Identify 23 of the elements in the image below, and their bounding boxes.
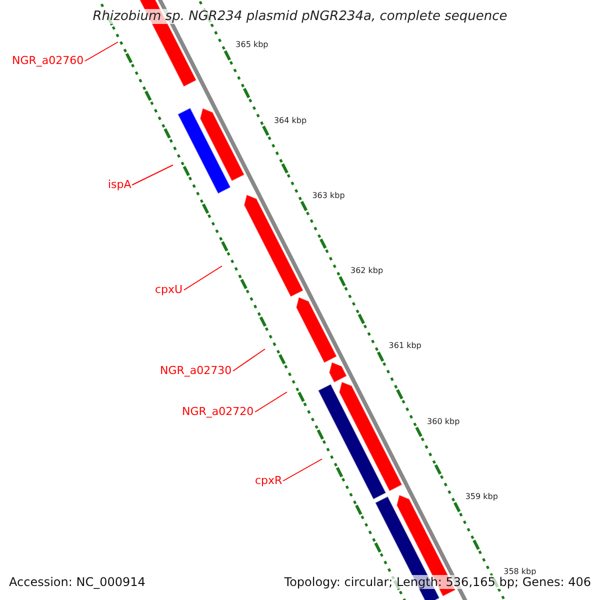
scale-label: 363 kbp bbox=[312, 190, 345, 200]
gene-label: cpxU bbox=[155, 283, 183, 296]
scale-label: 364 kbp bbox=[274, 116, 307, 125]
scale-label: 361 kbp bbox=[388, 341, 422, 350]
footer-text: Topology: circular; Length: 536,165 bp; Genes: 406 bbox=[284, 575, 591, 589]
scale-label: 358 kbp bbox=[504, 567, 536, 576]
gene-label: NGR_a02720 bbox=[182, 405, 254, 418]
title: Rhizobium sp. NGR234 plasmid pNGR234a, complete sequence bbox=[92, 9, 508, 24]
scale-label: 362 kbp bbox=[350, 266, 384, 276]
scale-label: 359 kbp bbox=[465, 492, 498, 501]
gene-label: cpxR bbox=[255, 474, 282, 487]
scale-label: 365 kbp bbox=[236, 40, 268, 50]
gene-label: NGR_a02760 bbox=[12, 54, 84, 67]
gene-label: NGR_a02730 bbox=[160, 364, 232, 377]
leader-line bbox=[254, 392, 288, 412]
scale-label: 360 kbp bbox=[427, 416, 460, 426]
gene-label: ispA bbox=[108, 178, 132, 191]
leader-line bbox=[282, 458, 322, 482]
leader-line bbox=[184, 266, 222, 290]
footer-text: Accession: NC_000914 bbox=[9, 575, 146, 589]
leader-line bbox=[84, 42, 118, 62]
leader-line bbox=[132, 164, 174, 186]
leader-line bbox=[232, 348, 266, 372]
